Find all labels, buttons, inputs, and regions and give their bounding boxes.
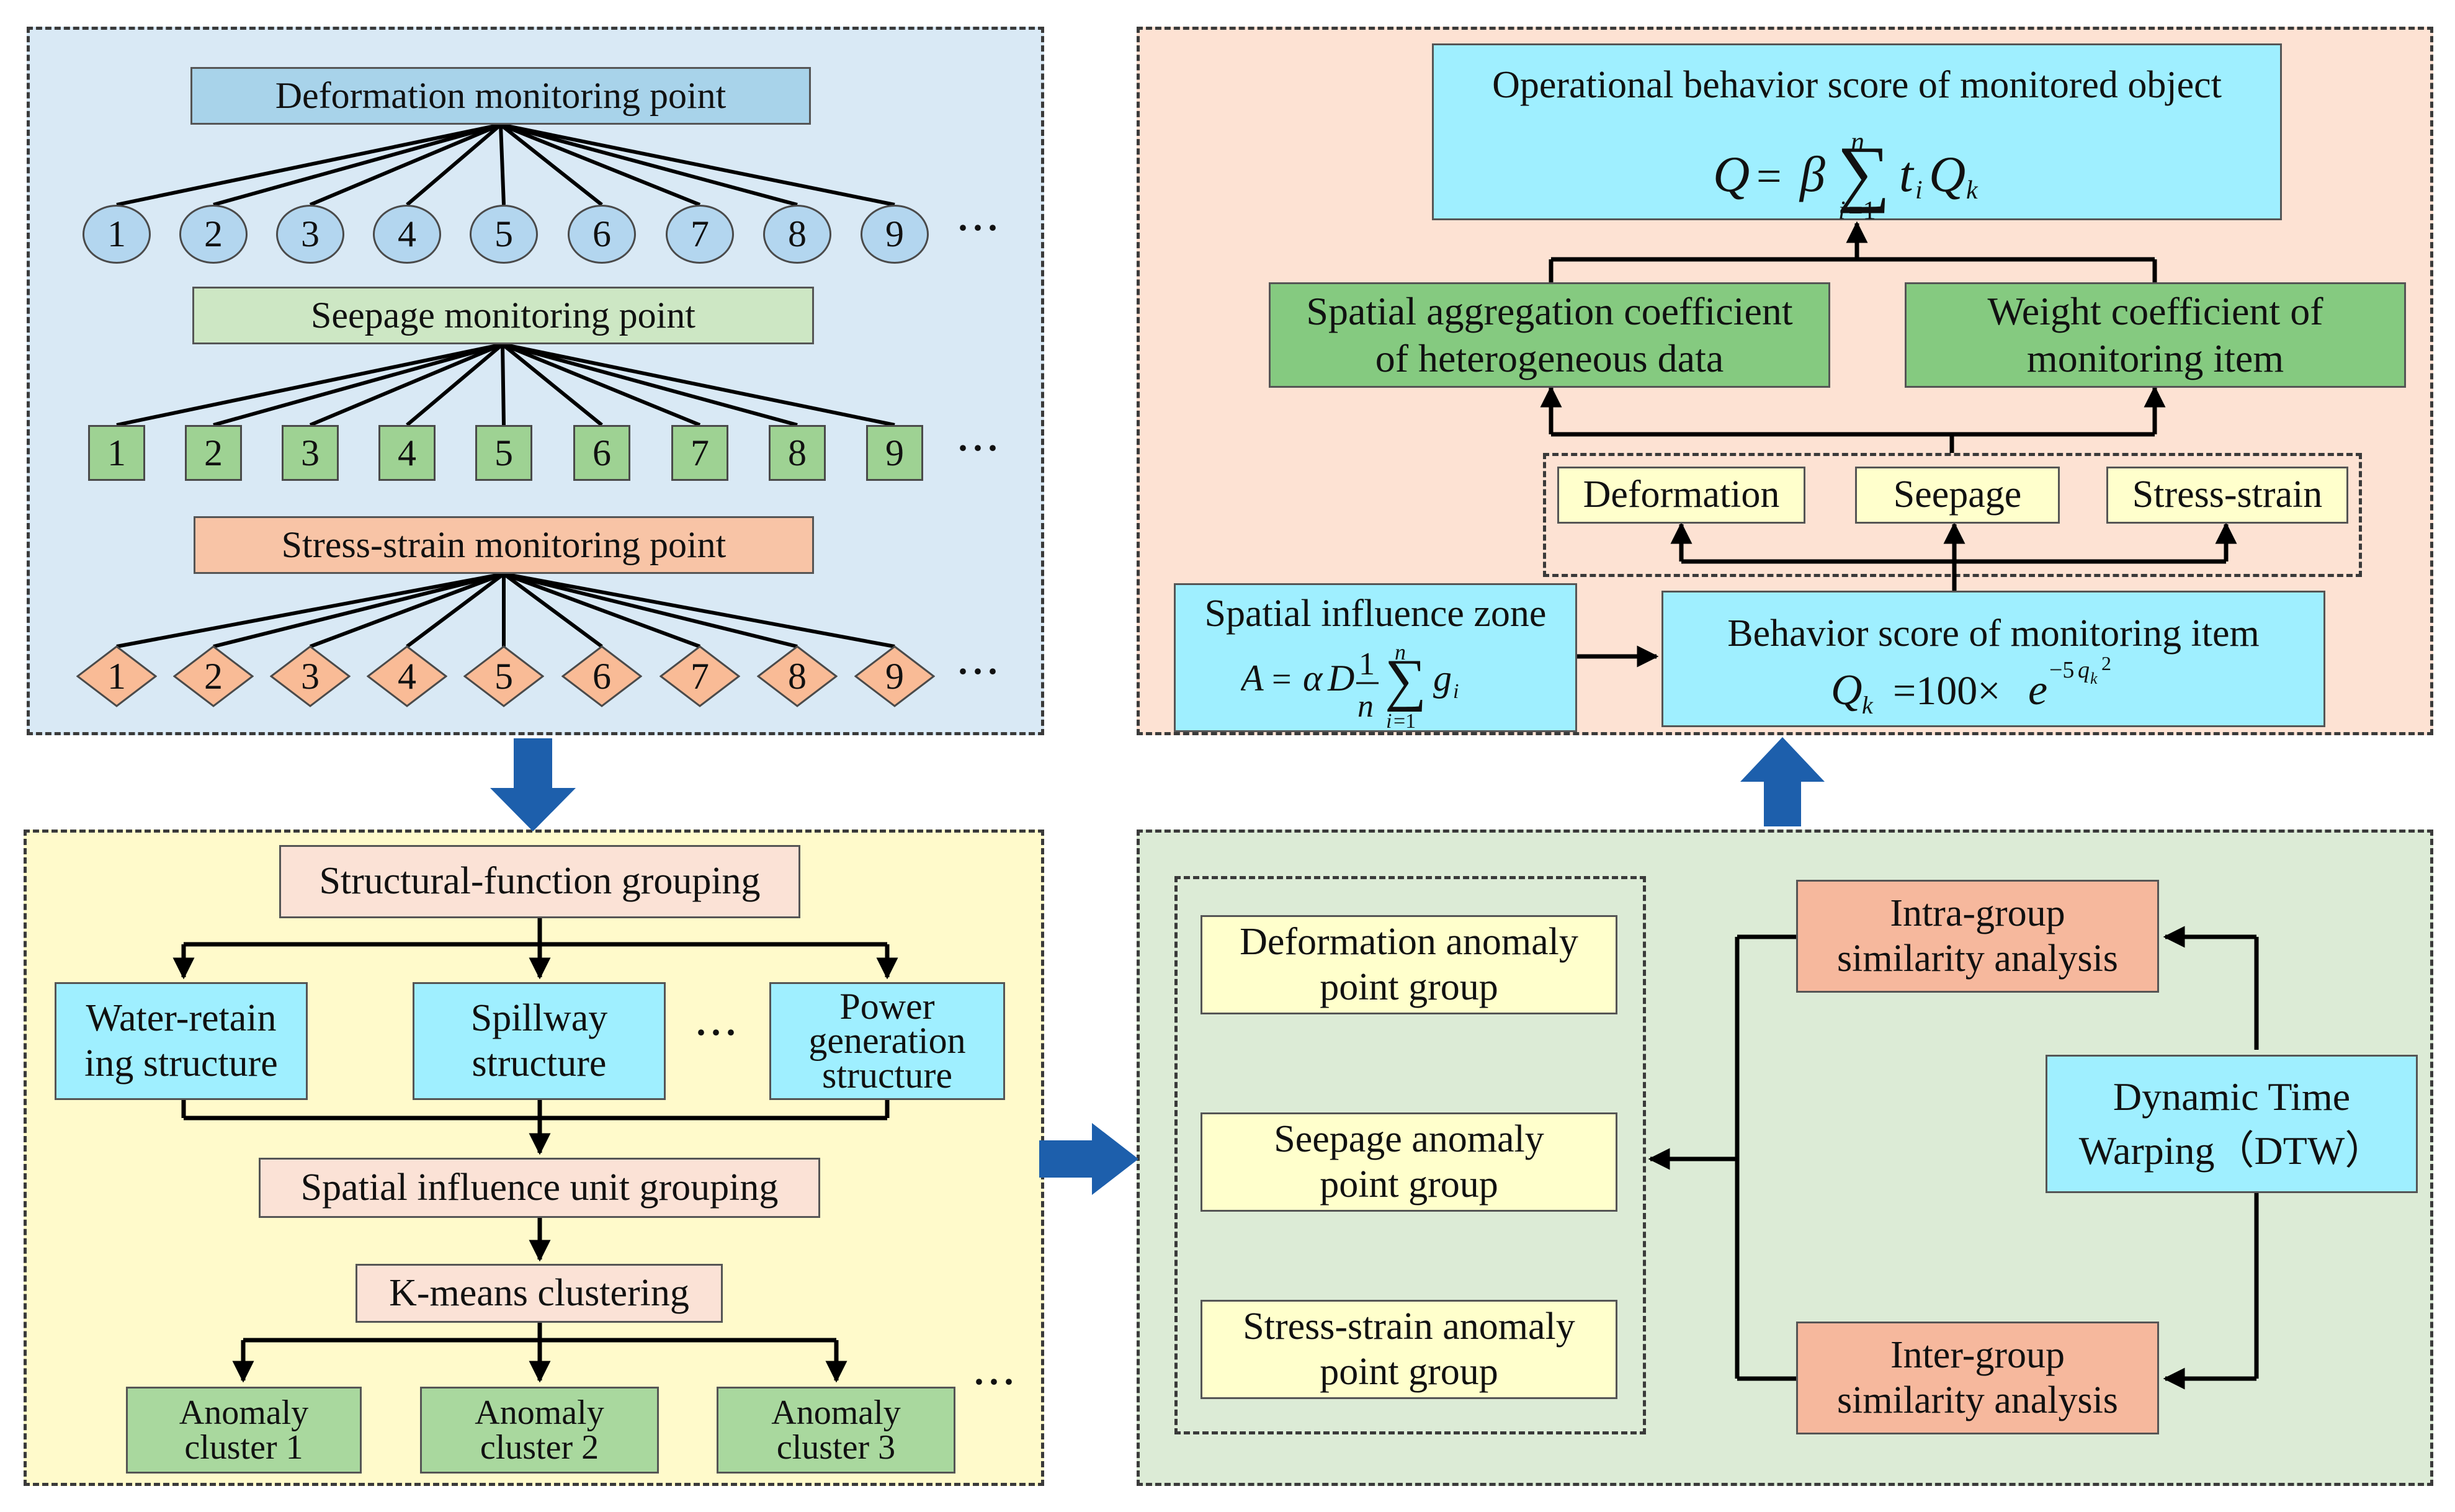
stress-strain-point-6: 6: [561, 645, 642, 707]
svg-text:Q: Q: [1713, 146, 1750, 202]
spatial-influence-zone: Spatial influence zone A = α D 1 n ∑ n i…: [1174, 583, 1577, 732]
stress-strain-point-2: 2: [173, 645, 254, 707]
svg-text:Q: Q: [1831, 666, 1862, 714]
deformation-point-5: 5: [470, 205, 538, 264]
operational-behavior-score: Operational behavior score of monitored …: [1432, 43, 2282, 222]
deformation-point-8: 8: [763, 205, 831, 264]
deformation-point-9: 9: [861, 205, 929, 264]
stress-strain-ellipsis: ···: [957, 651, 1002, 692]
svg-text:1: 1: [1359, 646, 1375, 682]
svg-text:−5: −5: [2049, 657, 2074, 683]
svg-text:=100×: =100×: [1893, 668, 2000, 714]
item-seepage: Seepage: [1855, 467, 2060, 524]
svg-text:k: k: [1966, 176, 1979, 205]
deformation-point-1: 1: [83, 205, 151, 264]
seepage-point-5: 5: [475, 425, 532, 481]
svg-text:=1: =1: [1848, 197, 1876, 222]
seepage-point-1: 1: [88, 425, 145, 481]
structure-ellipsis: ···: [695, 1012, 740, 1053]
stress-strain-point-4: 4: [367, 645, 447, 707]
seepage-point-9: 9: [866, 425, 923, 481]
svg-text:i: i: [1915, 176, 1923, 205]
item-deformation: Deformation: [1557, 467, 1805, 524]
deformation-point-4: 4: [373, 205, 441, 264]
cluster-ellipsis: ···: [973, 1361, 1018, 1402]
spatial-influence-unit-grouping: Spatial influence unit grouping: [259, 1158, 820, 1218]
svg-text:n: n: [1851, 127, 1864, 157]
monitoring-points-panel: [27, 27, 1044, 735]
stress-strain-monitoring-title: Stress-strain monitoring point: [194, 516, 814, 574]
svg-text:n: n: [1395, 640, 1406, 664]
svg-text:k: k: [1862, 691, 1874, 719]
deformation-point-2: 2: [179, 205, 248, 264]
svg-text:g: g: [1433, 658, 1452, 699]
down-block-arrow: [490, 738, 576, 831]
deformation-point-7: 7: [666, 205, 734, 264]
anomaly-groups-subpanel: [1174, 876, 1646, 1434]
svg-text:D: D: [1327, 658, 1354, 699]
seepage-point-7: 7: [671, 425, 728, 481]
stress-strain-point-8: 8: [757, 645, 838, 707]
right-block-arrow: [1039, 1123, 1138, 1195]
seepage-monitoring-title: Seepage monitoring point: [192, 287, 814, 344]
svg-text:i: i: [1453, 680, 1459, 703]
spatial-influence-formula: A = α D 1 n ∑ n i =1 g i: [1241, 640, 1459, 732]
svg-text:=: =: [1272, 660, 1292, 699]
svg-text:Q: Q: [1929, 146, 1965, 202]
deformation-point-6: 6: [568, 205, 636, 264]
svg-text:∑: ∑: [1837, 131, 1890, 213]
svg-text:β: β: [1799, 146, 1825, 202]
deformation-ellipsis: ···: [957, 207, 1002, 248]
seepage-point-6: 6: [573, 425, 630, 481]
operational-score-formula: Q = β ∑ n i =1 t i Q k: [1713, 127, 1979, 222]
seepage-point-8: 8: [769, 425, 826, 481]
stress-strain-point-1: 1: [76, 645, 157, 707]
stress-strain-point-5: 5: [463, 645, 544, 707]
svg-text:e: e: [2028, 666, 2047, 714]
item-stress-strain: Stress-strain: [2106, 467, 2348, 524]
structural-function-grouping: Structural-function grouping: [279, 845, 800, 918]
stress-strain-point-7: 7: [660, 645, 740, 707]
deformation-point-3: 3: [276, 205, 344, 264]
seepage-ellipsis: ···: [957, 427, 1002, 468]
up-block-arrow: [1740, 737, 1825, 826]
svg-text:∑: ∑: [1385, 648, 1426, 712]
seepage-point-4: 4: [378, 425, 436, 481]
svg-text:α: α: [1303, 658, 1323, 699]
svg-text:i: i: [1838, 197, 1846, 222]
deformation-monitoring-title: Deformation monitoring point: [190, 67, 811, 125]
k-means-clustering: K-means clustering: [356, 1264, 723, 1323]
svg-text:=1: =1: [1393, 710, 1416, 732]
svg-text:=: =: [1756, 151, 1782, 201]
seepage-point-2: 2: [185, 425, 242, 481]
svg-text:k: k: [2090, 669, 2098, 687]
behavior-score-monitoring-item: Behavior score of monitoring item Q k =1…: [1661, 591, 2325, 727]
svg-text:t: t: [1899, 146, 1915, 202]
svg-text:n: n: [1357, 689, 1374, 724]
stress-strain-point-9: 9: [854, 645, 935, 707]
svg-text:A: A: [1241, 658, 1264, 699]
stress-strain-point-3: 3: [270, 645, 351, 707]
svg-text:q: q: [2078, 657, 2090, 683]
svg-text:2: 2: [2101, 652, 2111, 674]
behavior-score-formula: Q k =100× e −5 q k 2: [1831, 652, 2111, 719]
svg-text:i: i: [1386, 710, 1392, 732]
seepage-point-3: 3: [282, 425, 339, 481]
